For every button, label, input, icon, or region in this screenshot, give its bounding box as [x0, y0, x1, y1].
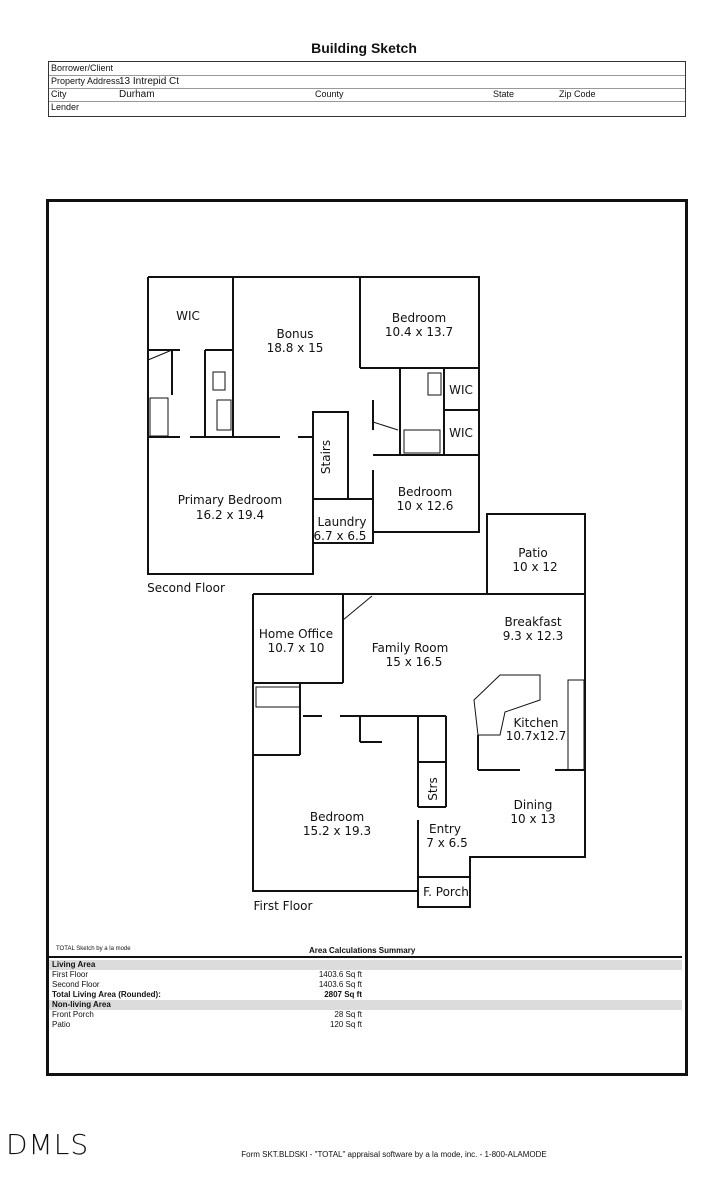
- area-table: Living Area First Floor 1403.6 Sq ft Sec…: [49, 960, 682, 1030]
- dining-size: 10 x 13: [510, 812, 555, 826]
- zip-label: Zip Code: [559, 89, 596, 99]
- patio-area-value: 120 Sq ft: [329, 1020, 362, 1029]
- entry-size: 7 x 6.5: [426, 836, 467, 850]
- lender-label: Lender: [51, 102, 80, 112]
- bedroom-3-name: Bedroom: [310, 810, 364, 824]
- second-floor-walls: [147, 276, 480, 575]
- second-floor-label: Second Floor: [147, 581, 225, 595]
- area-row-porch: Front Porch 28 Sq ft: [49, 1010, 682, 1020]
- first-floor-area-value: 1403.6 Sq ft: [318, 970, 362, 979]
- family-room-size: 15 x 16.5: [386, 655, 443, 669]
- primary-bedroom-size: 16.2 x 19.4: [196, 508, 264, 522]
- laundry-size: 6.7 x 6.5: [314, 529, 367, 543]
- sketch-credit: TOTAL Sketch by a la mode: [56, 946, 131, 952]
- sketch-frame: [46, 199, 688, 1076]
- living-area-header: Living Area: [49, 960, 682, 970]
- county-label: County: [315, 89, 344, 99]
- strs-label: Strs: [426, 777, 440, 801]
- second-floor-area-label: Second Floor: [52, 980, 100, 989]
- family-room-name: Family Room: [372, 641, 449, 655]
- bonus-size: 18.8 x 15: [267, 341, 324, 355]
- kitchen-name: Kitchen: [513, 716, 558, 730]
- lender-row: Lender: [49, 101, 685, 114]
- wic-label-3: WIC: [449, 426, 473, 440]
- state-label: State: [493, 89, 515, 99]
- home-office-size: 10.7 x 10: [268, 641, 325, 655]
- patio-size: 10 x 12: [512, 560, 557, 574]
- bedroom-1-name: Bedroom: [392, 311, 446, 325]
- wic-label-2: WIC: [449, 383, 473, 397]
- city-row: City Durham County State Zip Code: [49, 88, 685, 102]
- front-porch-label: F. Porch: [423, 885, 469, 899]
- bedroom-2-name: Bedroom: [398, 485, 452, 499]
- wic-label: WIC: [176, 309, 200, 323]
- area-row-patio: Patio 120 Sq ft: [49, 1020, 682, 1030]
- city-label: City: [51, 89, 67, 99]
- page-title: Building Sketch: [311, 40, 417, 56]
- borrower-label: Borrower/Client: [51, 63, 114, 73]
- patio-area-label: Patio: [52, 1020, 71, 1029]
- entry-name: Entry: [429, 822, 461, 836]
- kitchen-size: 10.7x12.7: [506, 729, 567, 743]
- breakfast-size: 9.3 x 12.3: [503, 629, 564, 643]
- nonliving-area-header: Non-living Area: [49, 1000, 682, 1010]
- second-floor-area-value: 1403.6 Sq ft: [318, 980, 362, 989]
- stairs-label: Stairs: [319, 440, 333, 474]
- first-floor-walls: [252, 513, 586, 908]
- area-summary-title: Area Calculations Summary: [309, 946, 416, 955]
- breakfast-name: Breakfast: [504, 615, 561, 629]
- dmls-logo: DMLS: [6, 1128, 90, 1161]
- primary-bedroom-name: Primary Bedroom: [178, 493, 282, 507]
- front-porch-area-value: 28 Sq ft: [334, 1010, 362, 1019]
- patio-name: Patio: [518, 546, 547, 560]
- bedroom-1-size: 10.4 x 13.7: [385, 325, 453, 339]
- bedroom-3-size: 15.2 x 19.3: [303, 824, 371, 838]
- front-porch-area-label: Front Porch: [52, 1010, 94, 1019]
- bedroom-2-size: 10 x 12.6: [397, 499, 454, 513]
- address-value: 13 Intrepid Ct: [119, 76, 180, 87]
- laundry-name: Laundry: [318, 515, 367, 529]
- bonus-name: Bonus: [276, 327, 313, 341]
- property-header-table: Borrower/Client Property Address 13 Intr…: [48, 61, 686, 117]
- address-row: Property Address 13 Intrepid Ct: [49, 75, 685, 89]
- city-value: Durham: [119, 89, 155, 100]
- total-area-label: Total Living Area (Rounded):: [52, 990, 161, 999]
- total-area-value: 2807 Sq ft: [324, 990, 362, 999]
- first-floor-label: First Floor: [254, 899, 313, 913]
- form-footer: Form SKT.BLDSKI - "TOTAL" appraisal soft…: [241, 1150, 547, 1159]
- borrower-row: Borrower/Client: [49, 62, 685, 76]
- area-row-second: Second Floor 1403.6 Sq ft: [49, 980, 682, 990]
- dining-name: Dining: [514, 798, 553, 812]
- home-office-name: Home Office: [259, 627, 333, 641]
- area-row-first: First Floor 1403.6 Sq ft: [49, 970, 682, 980]
- first-floor-area-label: First Floor: [52, 970, 88, 979]
- area-row-total: Total Living Area (Rounded): 2807 Sq ft: [49, 990, 682, 1000]
- address-label: Property Address: [51, 76, 121, 86]
